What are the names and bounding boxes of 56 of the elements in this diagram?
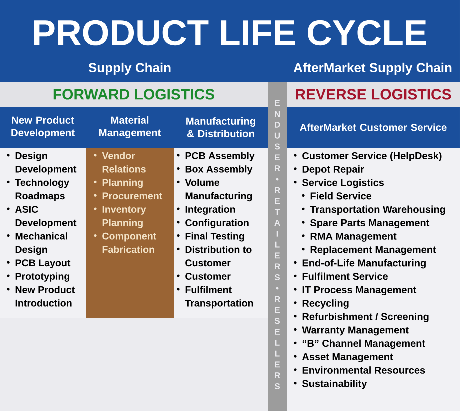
list-item: Warranty Management xyxy=(302,326,409,336)
list-item: Asset Management xyxy=(302,354,394,363)
section-heading: REVERSE LOGISTICS xyxy=(296,89,452,100)
list-item: Replacement Management xyxy=(310,246,436,256)
list-item: Spare Parts Management xyxy=(310,219,430,229)
vertical-text: ENDUSER • RETAILERS • RESELLERS xyxy=(274,100,280,390)
list-item: Transportation Warehousing xyxy=(310,206,446,216)
list-item: Service Logistics xyxy=(302,179,384,188)
column-heading: Material Management xyxy=(100,116,162,139)
list-item: “B” Channel Management xyxy=(302,340,426,350)
column-heading: New Product Development xyxy=(12,116,75,138)
list-item: Environmental Resources xyxy=(302,366,426,374)
section-band xyxy=(287,82,460,108)
list-item: Component Fabrication xyxy=(102,232,157,254)
column-box xyxy=(86,107,174,318)
vertical-band xyxy=(268,82,288,411)
list-item: Inventory Planning xyxy=(102,206,146,228)
list-item: Vendor Relations xyxy=(102,152,146,173)
section-band xyxy=(0,82,268,108)
column-heading: AfterMarket Customer Service xyxy=(300,124,447,132)
list-item: Final Testing xyxy=(186,232,244,242)
list-item: Customer xyxy=(186,273,231,280)
list-item: Integration xyxy=(186,206,236,215)
column-box xyxy=(174,107,268,318)
list-item: End-of-Life Manufacturing xyxy=(302,259,426,269)
section-label: Supply Chain xyxy=(88,62,171,76)
list-item: Box Assembly xyxy=(186,166,253,175)
list-item: Configuration xyxy=(186,219,249,228)
list-item: Technology Roadmaps xyxy=(15,179,70,202)
list-item: Customer Service (HelpDesk) xyxy=(302,152,442,162)
list-item: Fulfilment Transportation xyxy=(185,286,254,309)
list-item: ASIC Development xyxy=(15,206,77,228)
list-item: Sustainability xyxy=(302,380,368,390)
list-item: RMA Management xyxy=(310,232,397,242)
column-box xyxy=(287,107,460,411)
list-item: Distribution to Customer xyxy=(186,246,252,267)
list-item: PCB Layout xyxy=(16,260,71,269)
section-label: AfterMarket Supply Chain xyxy=(294,62,452,76)
list-item: Design Development xyxy=(16,152,77,175)
list-item: Planning xyxy=(102,179,143,188)
list-item: IT Process Management xyxy=(302,286,417,296)
list-item: Mechanical Design xyxy=(16,232,68,256)
column-box xyxy=(0,107,86,318)
list-item: Refurbishment / Screening xyxy=(302,313,429,322)
list-item: Procurement xyxy=(102,192,163,200)
list-item: Depot Repair xyxy=(302,166,364,175)
list-item: Prototyping xyxy=(16,272,70,282)
column-heading: Manufacturing & Distribution xyxy=(186,118,256,138)
list-item: Volume Manufacturing xyxy=(185,179,252,202)
section-heading: FORWARD LOGISTICS xyxy=(54,89,215,100)
title: PRODUCT LIFE CYCLE xyxy=(34,20,426,46)
list-item: PCB Assembly xyxy=(186,152,255,162)
list-item: Fulfilment Service xyxy=(302,272,388,280)
list-item: Recycling xyxy=(302,300,349,309)
list-item: New Product Introduction xyxy=(16,286,75,307)
list-item: Field Service xyxy=(310,192,372,200)
